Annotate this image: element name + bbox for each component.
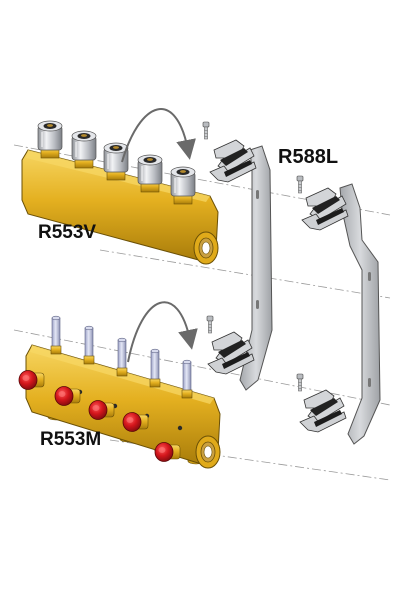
manifold-r553v — [21, 120, 219, 265]
label-r588l: R588L — [278, 146, 339, 168]
manifold-r553m — [18, 315, 221, 469]
curved-arrow-icon — [127, 301, 198, 363]
bracket-r588l-left — [202, 121, 273, 391]
curved-arrow-icon — [121, 108, 196, 163]
label-r553m: R553M — [40, 429, 102, 450]
label-r553v: R553V — [38, 222, 97, 243]
bracket-r588l-right — [296, 175, 381, 445]
